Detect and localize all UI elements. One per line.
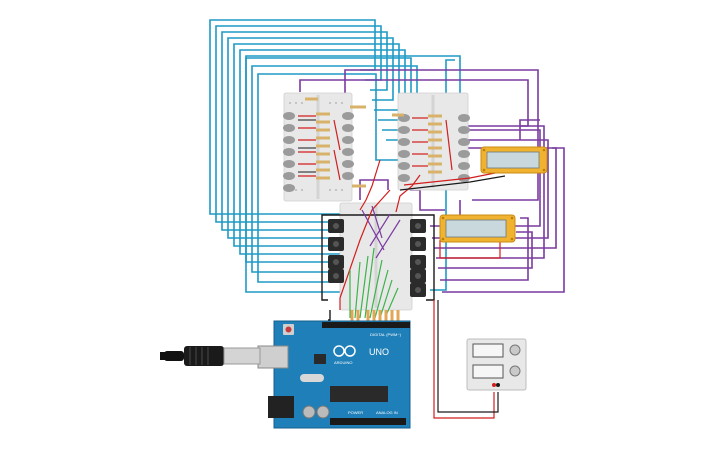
push-button-group (328, 219, 426, 297)
power-supply-module (466, 338, 527, 391)
push-button[interactable] (328, 237, 344, 251)
led-array-left (283, 97, 354, 192)
board-brand: ARDUINO (334, 360, 352, 365)
black-wire-bundle (321, 214, 435, 321)
push-button[interactable] (410, 219, 426, 233)
analog-label: ANALOG IN (376, 410, 398, 415)
power-knob[interactable] (509, 344, 521, 356)
push-button[interactable] (328, 255, 344, 269)
usb-cable (160, 346, 261, 366)
power-jack (268, 396, 294, 418)
push-button[interactable] (328, 219, 344, 233)
usb-port (257, 345, 289, 369)
arduino-logo (333, 345, 356, 357)
digital-header-label: DIGITAL (PWM~) (370, 332, 402, 337)
resistor-top-middle (350, 105, 366, 188)
led-array-right (392, 113, 470, 182)
microcontroller-chip (330, 386, 388, 402)
power-knob[interactable] (509, 365, 521, 377)
push-button[interactable] (410, 269, 426, 283)
push-button[interactable] (410, 255, 426, 269)
power-label: POWER (348, 410, 363, 415)
lcd-display-lower (439, 214, 516, 243)
arduino-uno-board: ARDUINO UNO DIGITAL (PWM~) POWER ANALOG … (257, 320, 411, 429)
push-button[interactable] (328, 269, 344, 283)
lcd-display-upper (480, 146, 548, 174)
push-button[interactable] (410, 237, 426, 251)
board-model: UNO (369, 347, 389, 357)
signal-wire-bundle (339, 159, 506, 419)
push-button[interactable] (410, 283, 426, 297)
